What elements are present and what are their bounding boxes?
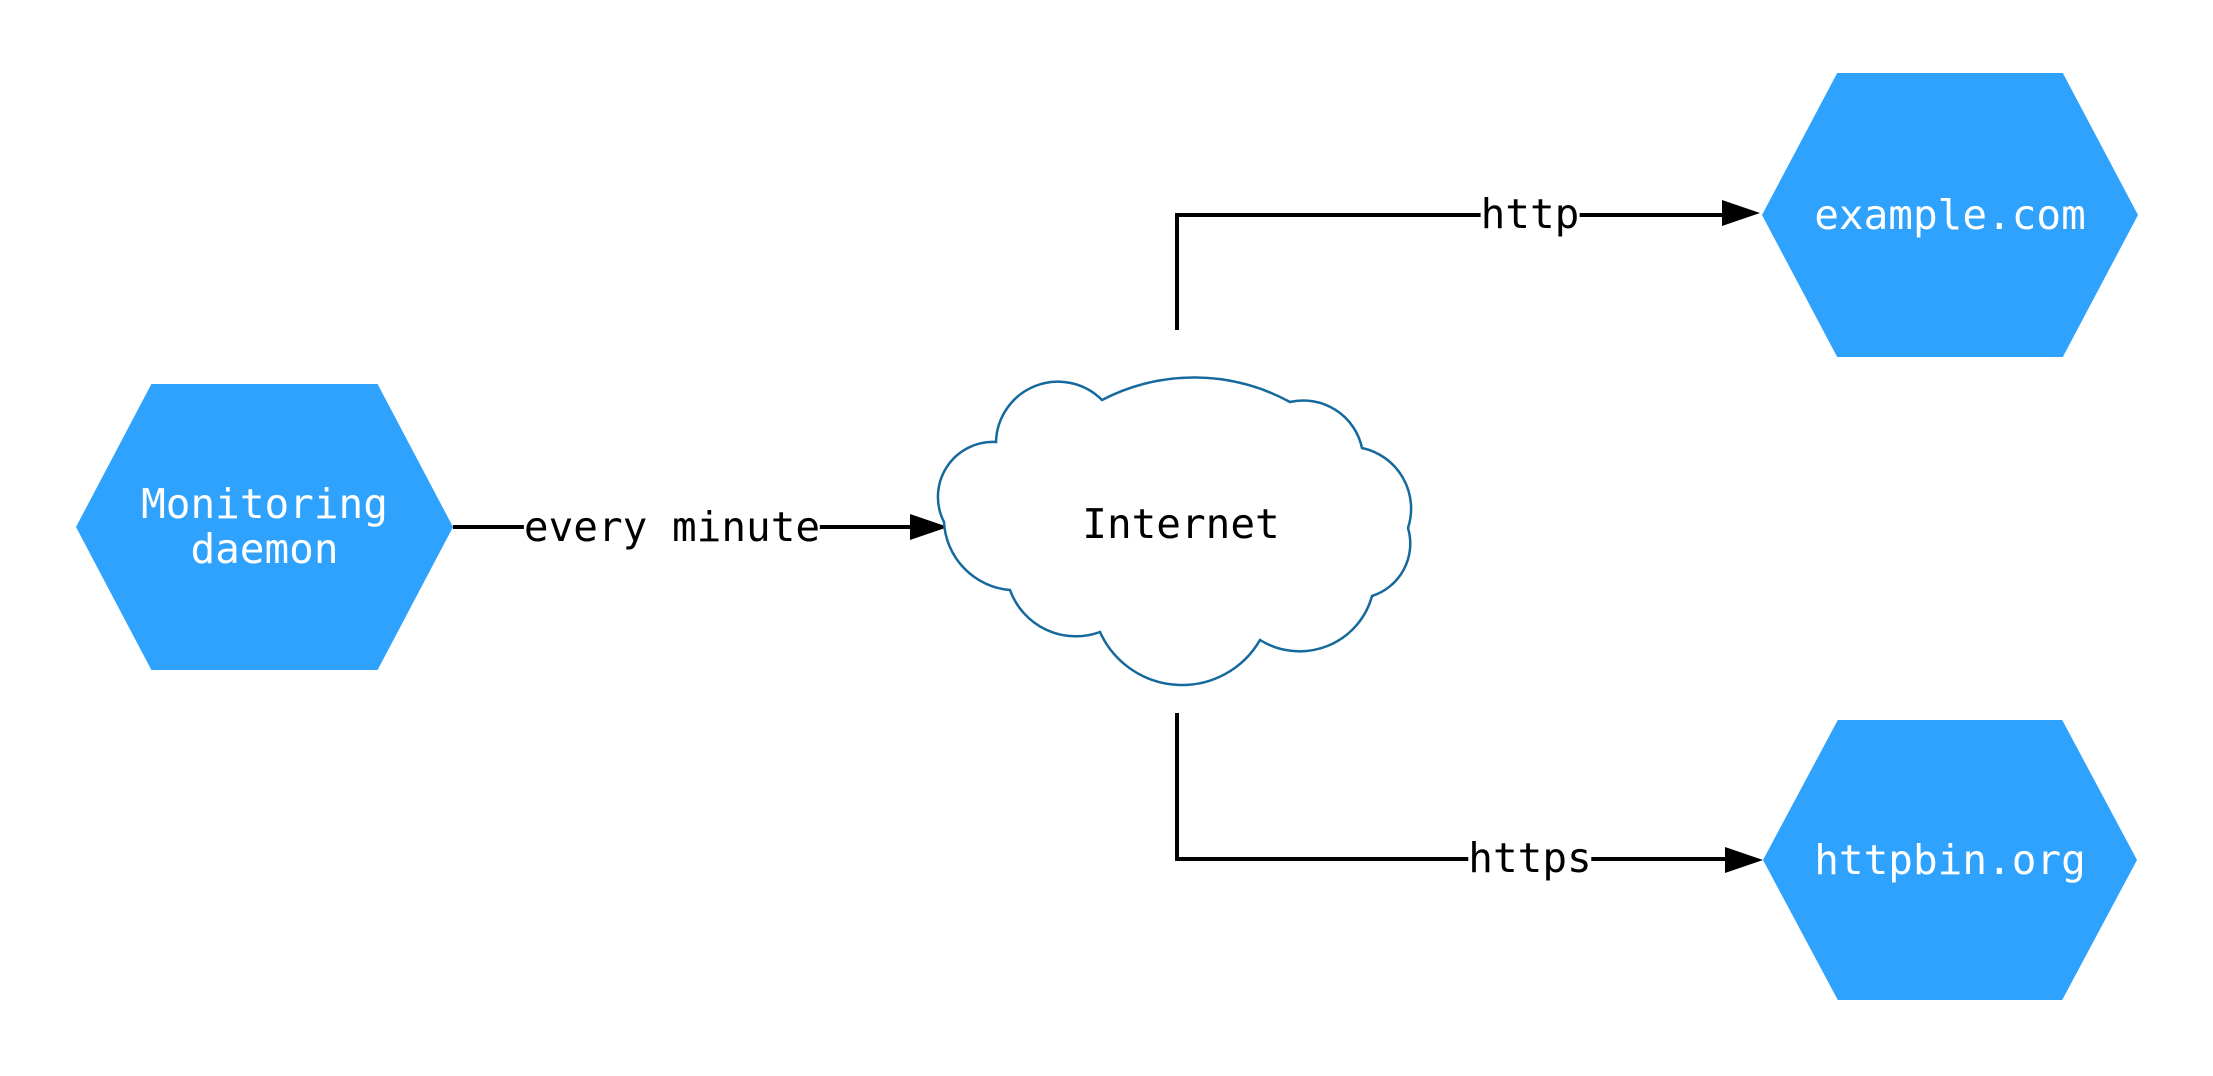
edge-http-arrowhead [1722,200,1760,226]
edge-label-http: http [1480,190,1580,238]
node-httpbin-org-label: httpbin.org [1814,835,2086,884]
edge-label-https: https [1468,834,1592,882]
edge-https-arrowhead [1725,847,1763,873]
node-monitoring-daemon-label: Monitoring daemon [141,480,388,573]
internet-cloud-shape [936,376,1413,687]
node-httpbin-org: httpbin.org [1763,720,2137,1000]
edge-http-line [1175,213,1728,330]
node-internet-label: Internet [1082,500,1280,548]
edge-https-line [1175,713,1731,861]
edge-every-minute-arrowhead [910,514,948,540]
node-monitoring-daemon: Monitoring daemon [76,384,453,670]
node-example-com: example.com [1762,73,2138,357]
edge-label-every-minute: every minute [523,503,821,551]
node-example-com-label: example.com [1814,190,2086,239]
